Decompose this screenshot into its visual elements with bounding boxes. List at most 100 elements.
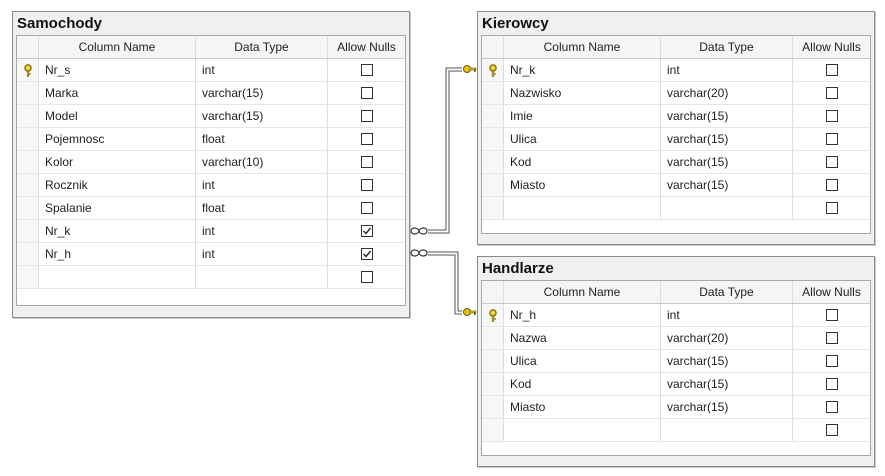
data-type-cell[interactable]: varchar(15) bbox=[661, 174, 793, 196]
row-selector[interactable] bbox=[17, 197, 39, 219]
allow-nulls-checkbox[interactable] bbox=[825, 133, 838, 145]
data-type-cell[interactable]: varchar(20) bbox=[661, 327, 793, 349]
data-type-cell[interactable]: varchar(15) bbox=[196, 82, 328, 104]
data-type-cell[interactable] bbox=[661, 197, 793, 219]
data-type-cell[interactable] bbox=[196, 266, 328, 288]
column-name-cell[interactable]: Nr_h bbox=[504, 304, 661, 326]
column-name-cell[interactable]: Model bbox=[39, 105, 196, 127]
relationship-samochody-handlarze[interactable] bbox=[410, 249, 477, 316]
row-selector[interactable] bbox=[482, 105, 504, 127]
data-type-cell[interactable]: int bbox=[196, 243, 328, 265]
data-type-cell[interactable]: varchar(15) bbox=[661, 350, 793, 372]
row-selector[interactable] bbox=[482, 350, 504, 372]
data-type-cell[interactable]: varchar(15) bbox=[661, 151, 793, 173]
column-name-cell[interactable]: Pojemnosc bbox=[39, 128, 196, 150]
allow-nulls-checkbox[interactable] bbox=[825, 378, 838, 390]
data-type-cell[interactable]: varchar(15) bbox=[661, 396, 793, 418]
allow-nulls-checkbox[interactable] bbox=[825, 64, 838, 76]
row-selector[interactable] bbox=[482, 396, 504, 418]
data-type-cell[interactable] bbox=[661, 419, 793, 441]
column-name-cell[interactable]: Nazwisko bbox=[504, 82, 661, 104]
row-selector[interactable] bbox=[482, 373, 504, 395]
allow-nulls-checkbox[interactable] bbox=[360, 179, 373, 191]
allow-nulls-checkbox[interactable] bbox=[825, 156, 838, 168]
data-type-cell[interactable]: varchar(15) bbox=[196, 105, 328, 127]
data-type-cell[interactable]: int bbox=[661, 304, 793, 326]
data-type-cell[interactable]: int bbox=[661, 59, 793, 81]
allow-nulls-checkbox[interactable] bbox=[360, 202, 373, 214]
column-name-cell[interactable] bbox=[39, 266, 196, 288]
row-selector[interactable] bbox=[482, 419, 504, 441]
column-name-cell[interactable]: Kod bbox=[504, 151, 661, 173]
column-name-cell[interactable]: Nr_s bbox=[39, 59, 196, 81]
row-selector[interactable] bbox=[17, 151, 39, 173]
data-type-cell[interactable]: varchar(15) bbox=[661, 105, 793, 127]
data-type-cell[interactable]: varchar(15) bbox=[661, 128, 793, 150]
column-name-cell[interactable]: Miasto bbox=[504, 174, 661, 196]
column-name-cell[interactable] bbox=[504, 419, 661, 441]
table-title[interactable]: Kierowcy bbox=[482, 15, 549, 32]
allow-nulls-checkbox[interactable] bbox=[825, 87, 838, 99]
column-name-cell[interactable]: Marka bbox=[39, 82, 196, 104]
relationship-samochody-kierowcy[interactable] bbox=[410, 65, 477, 235]
allow-nulls-checkbox[interactable] bbox=[360, 271, 373, 283]
table-title[interactable]: Samochody bbox=[17, 15, 103, 32]
data-type-cell[interactable]: int bbox=[196, 174, 328, 196]
column-name-cell[interactable]: Kolor bbox=[39, 151, 196, 173]
row-selector[interactable] bbox=[482, 197, 504, 219]
allow-nulls-checkbox[interactable] bbox=[825, 309, 838, 321]
row-selector[interactable] bbox=[482, 327, 504, 349]
data-type-cell[interactable]: float bbox=[196, 197, 328, 219]
row-selector[interactable] bbox=[17, 128, 39, 150]
column-name-cell[interactable]: Spalanie bbox=[39, 197, 196, 219]
allow-nulls-checkbox[interactable] bbox=[825, 424, 838, 436]
column-name-cell[interactable]: Rocznik bbox=[39, 174, 196, 196]
table-samochody[interactable]: Samochody Column Name Data Type Allow Nu… bbox=[12, 11, 410, 318]
allow-nulls-checkbox[interactable] bbox=[825, 355, 838, 367]
row-selector[interactable] bbox=[17, 266, 39, 288]
row-selector[interactable] bbox=[17, 174, 39, 196]
column-name-cell[interactable]: Nr_h bbox=[39, 243, 196, 265]
row-selector[interactable] bbox=[17, 105, 39, 127]
allow-nulls-checkbox[interactable] bbox=[825, 179, 838, 191]
allow-nulls-checkbox[interactable] bbox=[825, 332, 838, 344]
allow-nulls-checkbox[interactable] bbox=[360, 156, 373, 168]
column-row[interactable] bbox=[482, 197, 870, 220]
column-name-cell[interactable] bbox=[504, 197, 661, 219]
allow-nulls-checkbox[interactable] bbox=[825, 202, 838, 214]
table-title[interactable]: Handlarze bbox=[482, 260, 554, 277]
table-kierowcy[interactable]: Kierowcy Column Name Data Type Allow Nul… bbox=[477, 11, 875, 245]
data-type-cell[interactable]: int bbox=[196, 59, 328, 81]
column-row[interactable] bbox=[17, 266, 405, 289]
allow-nulls-checkbox[interactable] bbox=[360, 248, 373, 260]
data-type-cell[interactable]: varchar(10) bbox=[196, 151, 328, 173]
row-selector[interactable] bbox=[482, 304, 504, 326]
data-type-cell[interactable]: float bbox=[196, 128, 328, 150]
column-name-cell[interactable]: Nazwa bbox=[504, 327, 661, 349]
data-type-cell[interactable]: varchar(20) bbox=[661, 82, 793, 104]
column-name-cell[interactable]: Nr_k bbox=[504, 59, 661, 81]
allow-nulls-checkbox[interactable] bbox=[825, 401, 838, 413]
row-selector[interactable] bbox=[482, 82, 504, 104]
row-selector[interactable] bbox=[482, 128, 504, 150]
allow-nulls-checkbox[interactable] bbox=[360, 87, 373, 99]
column-name-cell[interactable]: Imie bbox=[504, 105, 661, 127]
allow-nulls-checkbox[interactable] bbox=[825, 110, 838, 122]
data-type-cell[interactable]: varchar(15) bbox=[661, 373, 793, 395]
